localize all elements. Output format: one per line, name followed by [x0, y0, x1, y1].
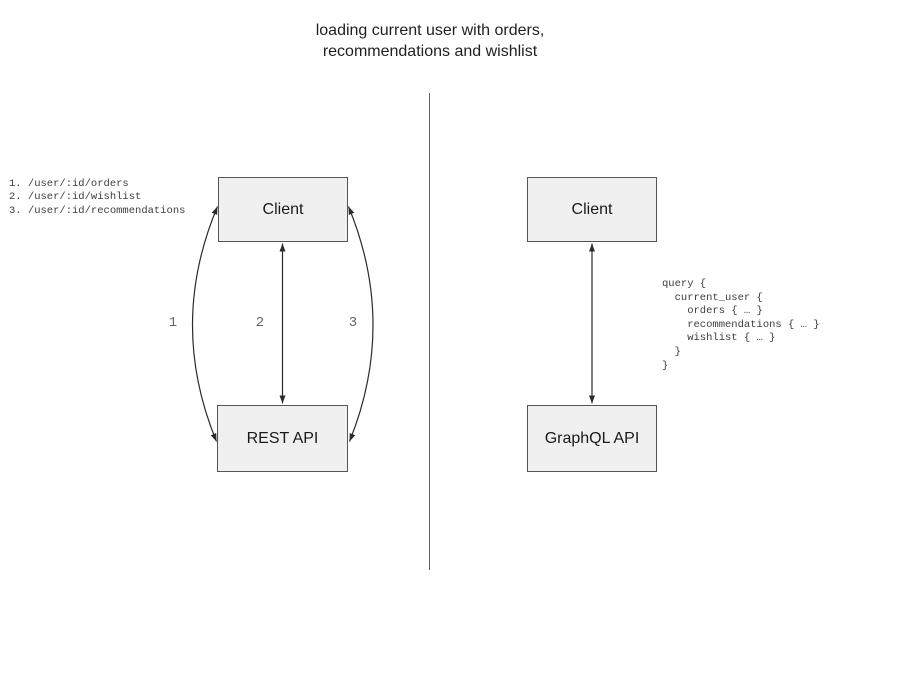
- rest-client-box: Client: [218, 177, 348, 242]
- rest-arrow-label-1: 1: [168, 315, 178, 331]
- rest-arrow-label-2: 2: [255, 315, 265, 331]
- graphql-client-box: Client: [527, 177, 657, 242]
- graphql-api-box: GraphQL API: [527, 405, 657, 472]
- diagram-title: loading current user with orders, recomm…: [230, 20, 630, 62]
- graphql-api-box-label: GraphQL API: [544, 429, 640, 447]
- rest-arrow-label-3: 3: [348, 315, 358, 331]
- graphql-query-snippet: query { current_user { orders { … } reco…: [662, 278, 820, 372]
- diagram-title-line1: loading current user with orders,: [315, 22, 545, 39]
- rest-api-box: REST API: [217, 405, 348, 472]
- graphql-client-box-label: Client: [571, 200, 613, 218]
- panel-divider-line: [429, 93, 430, 570]
- diagram-title-line2: recommendations and wishlist: [322, 43, 538, 60]
- rest-arrow-1-curve: [191, 206, 219, 442]
- rest-api-box-label: REST API: [246, 429, 319, 447]
- rest-client-box-label: Client: [262, 200, 304, 218]
